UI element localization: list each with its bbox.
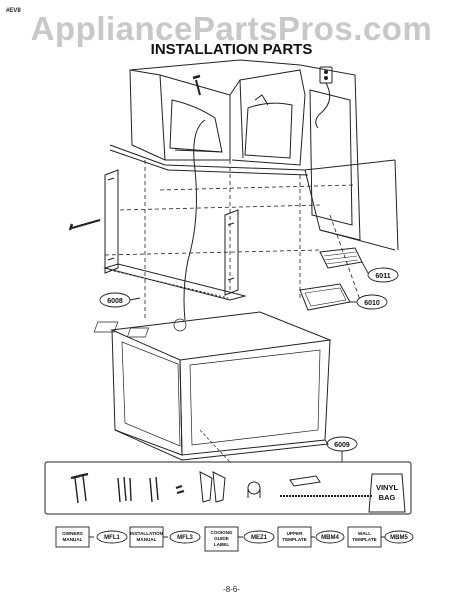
vinyl-bag xyxy=(368,473,406,513)
doc-cooking-guide-line2: GUIDE xyxy=(214,536,229,541)
callout-6010: 6010 xyxy=(364,300,380,307)
doc-cooking-guide-line3: LABEL xyxy=(214,542,230,547)
microwave-oven-body xyxy=(93,311,332,461)
vinyl-bag-label-line1: VINYL xyxy=(376,483,399,492)
mounting-bolts xyxy=(68,74,269,231)
doc-code-mfl3: MFL3 xyxy=(177,535,193,541)
model-code-label: #EV8 xyxy=(6,8,21,14)
callout-6011: 6011 xyxy=(375,273,390,280)
kit-hardware xyxy=(70,471,372,504)
power-outlet xyxy=(315,66,333,129)
site-watermark: AppliancePartsPros.com xyxy=(30,10,433,47)
doc-installation-manual-line2: MANUAL xyxy=(137,537,157,542)
doc-code-mbm4: MBM4 xyxy=(321,535,339,541)
document-boxes xyxy=(55,526,385,552)
page-title: INSTALLATION PARTS xyxy=(150,41,313,58)
upper-cabinets xyxy=(109,59,399,251)
doc-code-mbm5: MBM5 xyxy=(390,535,408,541)
callout-6009: 6009 xyxy=(334,442,350,449)
doc-upper-template-line1: UPPER xyxy=(287,531,304,536)
doc-wall-template-line1: WALL xyxy=(358,531,371,536)
callout-ovals xyxy=(96,261,414,544)
page-number: -8-6- xyxy=(223,585,240,594)
doc-code-mfl1: MFL1 xyxy=(104,535,120,541)
hidden-lines xyxy=(104,160,361,320)
doc-code-mez1: MEZ1 xyxy=(251,535,268,541)
mounting-plate xyxy=(103,169,247,301)
callout-6008: 6008 xyxy=(107,298,123,305)
doc-owners-manual-line2: MANUAL xyxy=(63,537,83,542)
installation-kit-box xyxy=(44,461,412,515)
doc-owners-manual-line1: OWNERS xyxy=(62,531,83,536)
vinyl-bag-label-line2: BAG xyxy=(379,493,396,502)
doc-cooking-guide-line1: COOKING xyxy=(211,530,233,535)
exhaust-damper xyxy=(299,247,363,311)
doc-wall-template-line2: TEMPLATE xyxy=(352,537,376,542)
doc-installation-manual-line1: INSTALLATION xyxy=(130,531,164,536)
doc-upper-template-line2: TEMPLATE xyxy=(282,537,306,542)
